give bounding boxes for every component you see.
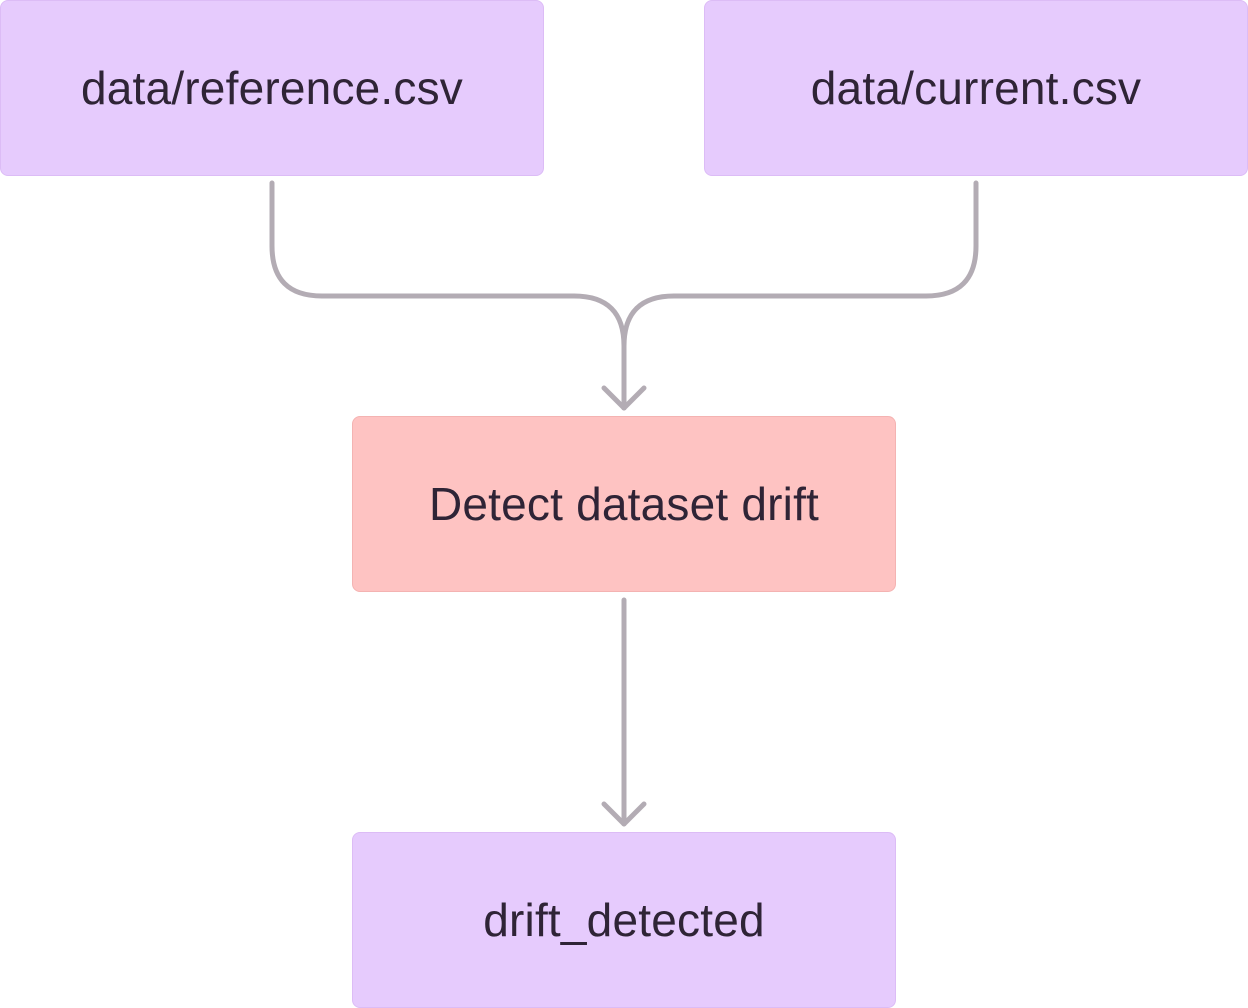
arrowhead-output — [601, 801, 647, 827]
node-current-csv[interactable]: data/current.csv — [704, 0, 1248, 176]
node-current-label: data/current.csv — [810, 62, 1142, 114]
node-reference-label: data/reference.csv — [80, 62, 464, 114]
node-reference-csv[interactable]: data/reference.csv — [0, 0, 544, 176]
node-detect-label: Detect dataset drift — [428, 478, 820, 530]
node-output-label: drift_detected — [483, 894, 765, 946]
node-detect-dataset-drift[interactable]: Detect dataset drift — [352, 416, 896, 592]
node-drift-detected[interactable]: drift_detected — [352, 832, 896, 1008]
arrowhead-detect — [601, 385, 647, 411]
edge-current-to-detect — [621, 180, 979, 411]
edge-reference-to-detect — [269, 180, 627, 411]
